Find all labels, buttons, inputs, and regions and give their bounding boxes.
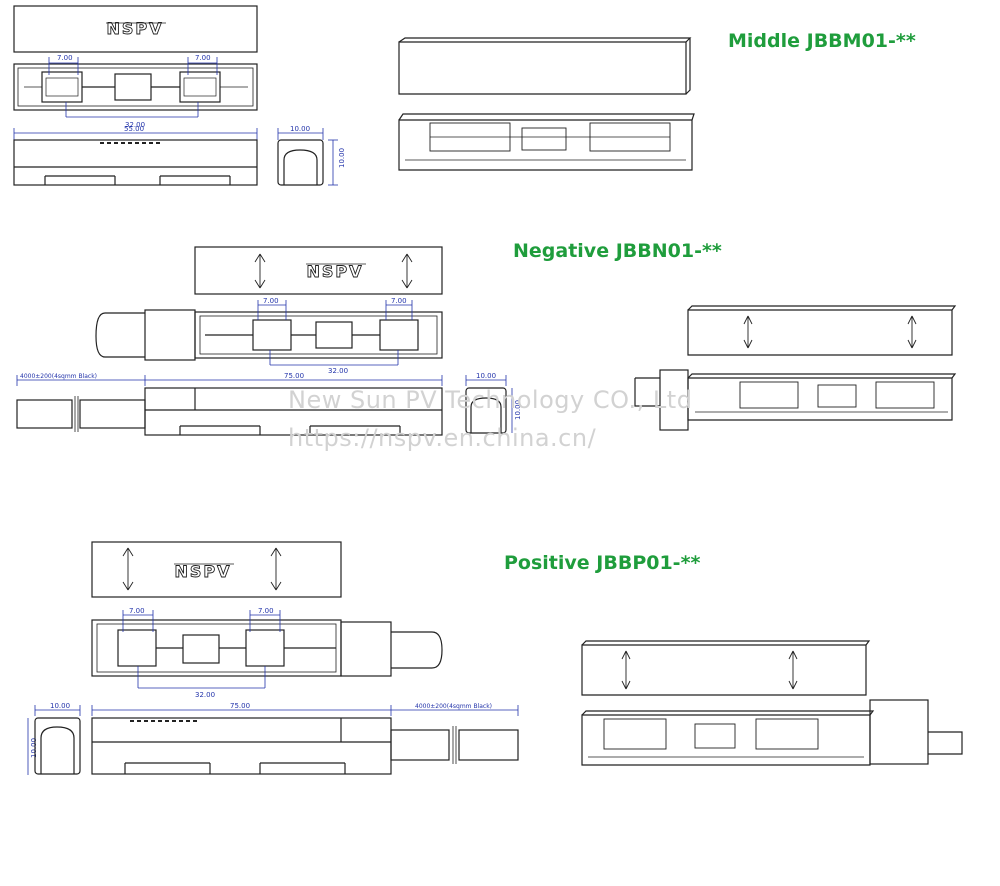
positive-lid-top-view: NSPV bbox=[91, 541, 342, 598]
positive-dimension-labels: 7.00 7.00 32.00 10.00 75.00 4000±200(4sq… bbox=[30, 607, 492, 758]
positive-side-view bbox=[91, 717, 519, 775]
positive-3d-lid bbox=[581, 640, 871, 696]
dim-pitch-left: 7.00 bbox=[57, 54, 73, 62]
middle-side-view bbox=[13, 139, 258, 186]
negative-3d-base bbox=[634, 369, 957, 431]
dim-span: 32.00 bbox=[125, 121, 145, 129]
negative-end-view bbox=[465, 387, 507, 434]
positive-section-title: Positive JBBP01-** bbox=[504, 552, 701, 574]
middle-end-view bbox=[277, 139, 324, 186]
dim-width: 10.00 bbox=[476, 372, 496, 380]
negative-section-title: Negative JBBN01-** bbox=[513, 240, 722, 262]
negative-3d-lid bbox=[687, 305, 957, 356]
positive-dimension-lines bbox=[27, 610, 519, 775]
negative-lid-top-view: NSPV bbox=[194, 246, 443, 295]
dim-pitch-left: 7.00 bbox=[129, 607, 145, 615]
negative-dimension-labels: 7.00 7.00 32.00 4000±200(4sqmm Black) 75… bbox=[20, 297, 522, 420]
middle-dimension-labels: 7.00 7.00 32.00 55.00 10.00 10.00 bbox=[57, 54, 346, 168]
dim-pitch-right: 7.00 bbox=[258, 607, 274, 615]
middle-lid-top-view: NSPV bbox=[13, 5, 258, 53]
middle-dimension-lines bbox=[13, 57, 338, 186]
negative-base-open-view bbox=[95, 309, 443, 361]
positive-base-open-view bbox=[91, 619, 443, 677]
dim-span: 32.00 bbox=[328, 367, 348, 375]
middle-3d-lid bbox=[398, 37, 692, 95]
negative-side-view bbox=[16, 387, 443, 436]
dim-pitch-left: 7.00 bbox=[263, 297, 279, 305]
dim-pitch-right: 7.00 bbox=[391, 297, 407, 305]
watermark-url: https://nspv.en.china.cn/ bbox=[288, 424, 597, 452]
middle-section-title: Middle JBBM01-** bbox=[728, 30, 916, 52]
dim-cable: 4000±200(4sqmm Black) bbox=[415, 703, 492, 710]
dim-length: 75.00 bbox=[230, 702, 250, 710]
negative-dimension-lines bbox=[16, 300, 513, 433]
positive-3d-base bbox=[581, 699, 963, 766]
middle-base-open-view bbox=[13, 63, 258, 111]
dim-height: 10.00 bbox=[338, 148, 346, 168]
middle-3d-base bbox=[398, 113, 695, 171]
watermark-company: New Sun PV Technology CO., Ltd bbox=[288, 386, 693, 414]
nspv-logo: NSPV bbox=[306, 262, 363, 281]
dim-pitch-right: 7.00 bbox=[195, 54, 211, 62]
nspv-logo: NSPV bbox=[106, 19, 163, 38]
positive-end-view bbox=[34, 717, 81, 775]
dim-length: 75.00 bbox=[284, 372, 304, 380]
dim-width: 10.00 bbox=[50, 702, 70, 710]
dim-height: 10.00 bbox=[30, 738, 38, 758]
dim-height: 10.00 bbox=[514, 400, 522, 420]
nspv-logo: NSPV bbox=[174, 562, 231, 581]
dim-width: 10.00 bbox=[290, 125, 310, 133]
dim-cable: 4000±200(4sqmm Black) bbox=[20, 373, 97, 380]
dim-length: 55.00 bbox=[124, 125, 144, 133]
dim-span: 32.00 bbox=[195, 691, 215, 699]
